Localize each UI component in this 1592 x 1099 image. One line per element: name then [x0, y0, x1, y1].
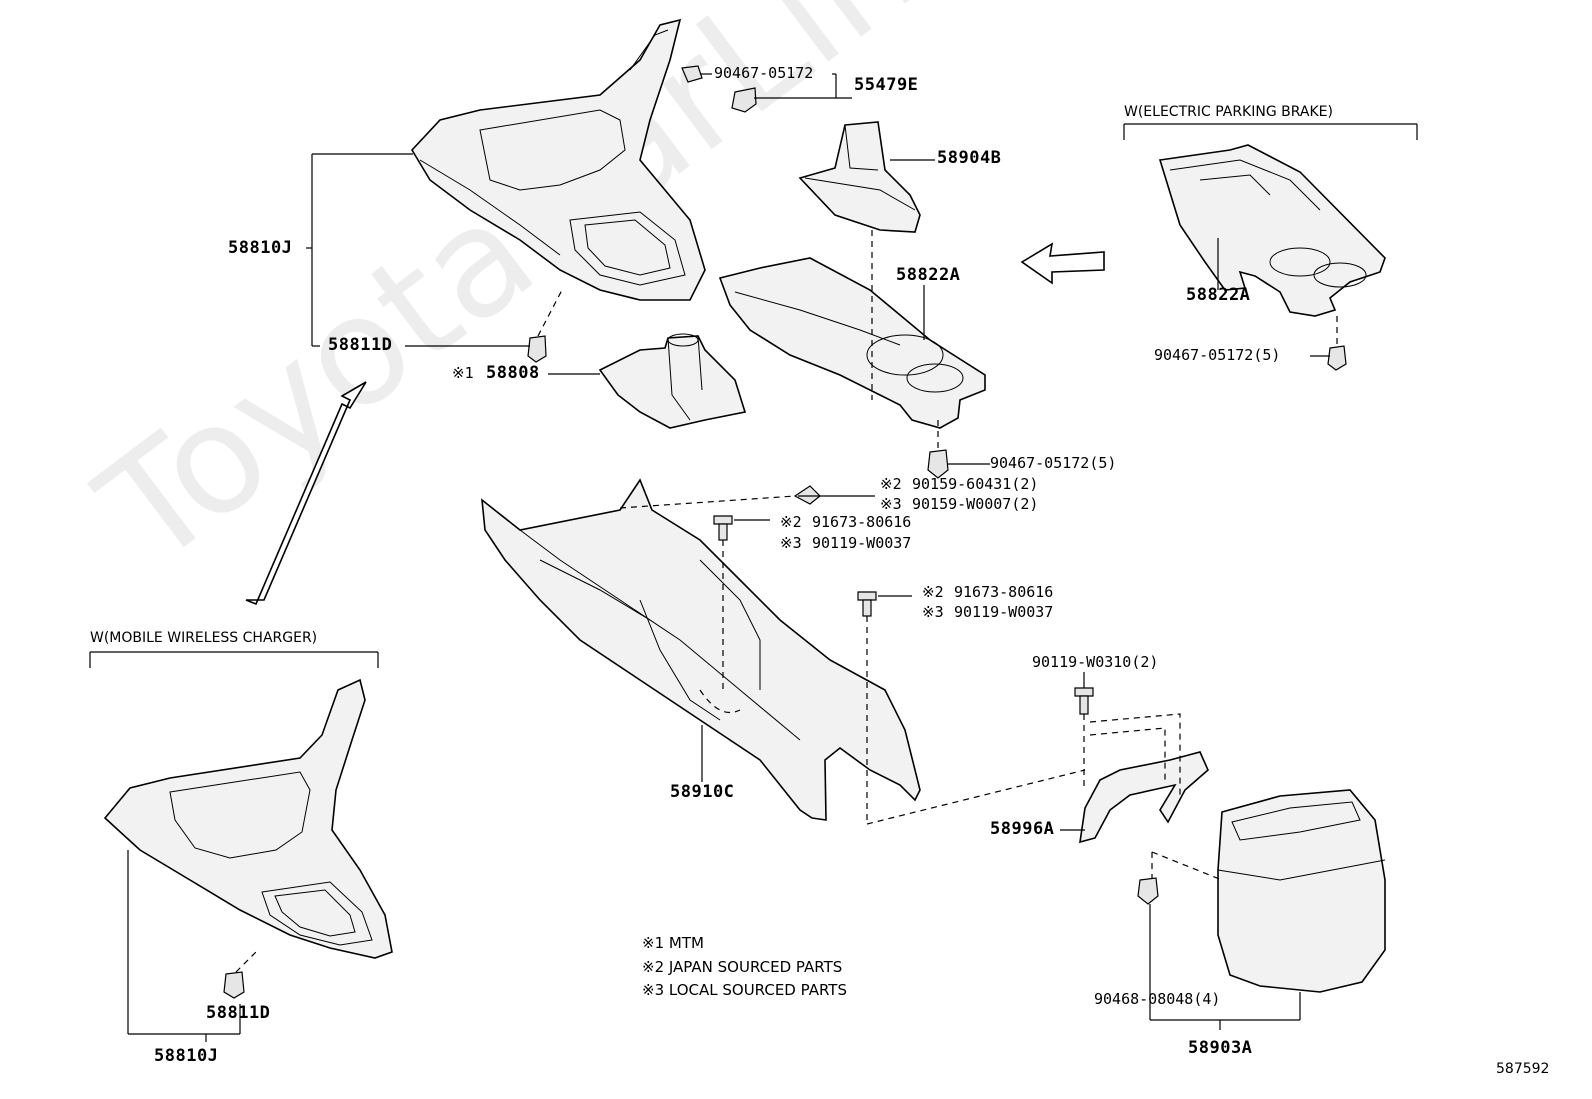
label-58904B: 58904B	[937, 148, 1002, 168]
bracket-55479E[interactable]	[731, 87, 757, 113]
arrow-left-icon	[1020, 242, 1105, 285]
label-55479E: 55479E	[854, 75, 919, 95]
leader-lines	[89, 73, 1418, 1042]
shift-boot[interactable]	[798, 121, 921, 233]
label-90159-l-mark: ※3	[880, 495, 902, 513]
label-91673-b-mark: ※2	[922, 583, 944, 601]
clip-90468[interactable]	[1137, 877, 1159, 905]
label-58822A-main: 58822A	[896, 265, 961, 285]
label-90119-b-mark: ※3	[922, 603, 944, 621]
console-upper-panel[interactable]	[718, 257, 986, 429]
arrow-up-icon	[245, 381, 367, 606]
clip-epb[interactable]	[1327, 345, 1347, 371]
clip-mid[interactable]	[927, 449, 949, 479]
bolt-90119-w0310[interactable]	[1074, 687, 1094, 715]
label-90159-j-mark: ※2	[880, 475, 902, 493]
label-91673-a-mark: ※2	[780, 513, 802, 531]
label-58910C: 58910C	[670, 782, 735, 802]
bolt-91673-b[interactable]	[857, 591, 877, 617]
clip-top[interactable]	[681, 65, 703, 83]
diagram-id: 587592	[1496, 1061, 1550, 1077]
label-90467-05172-mid: 90467-05172(5)	[990, 454, 1117, 472]
rear-box[interactable]	[1217, 789, 1386, 993]
note-2: ※2 JAPAN SOURCED PARTS	[642, 958, 843, 976]
label-90468-08048: 90468-08048(4)	[1094, 990, 1221, 1008]
shift-bezel-upper[interactable]	[411, 18, 706, 301]
label-58996A: 58996A	[990, 819, 1055, 839]
label-91673-80616-b: 91673-80616	[954, 583, 1054, 601]
label-58811D-bottom: 58811D	[206, 1003, 271, 1023]
label-58808-mark: ※1	[452, 364, 474, 382]
label-90159-W0007: 90159-W0007(2)	[912, 495, 1039, 513]
label-90119-a-mark: ※3	[780, 534, 802, 552]
label-90119-W0037-b: 90119-W0037	[954, 603, 1054, 621]
boot-retainer[interactable]	[598, 333, 747, 429]
variant-mobile-wireless-charger: W(MOBILE WIRELESS CHARGER)	[90, 630, 318, 646]
label-58808: 58808	[486, 363, 540, 383]
label-91673-80616-a: 91673-80616	[812, 513, 912, 531]
label-90119-W0037-a: 90119-W0037	[812, 534, 912, 552]
console-body[interactable]	[481, 478, 921, 821]
note-1: ※1 MTM	[642, 934, 704, 952]
variant-electric-parking-brake: W(ELECTRIC PARKING BRAKE)	[1124, 104, 1333, 120]
label-58810J-top: 58810J	[228, 238, 293, 258]
bolt-91673-a[interactable]	[713, 515, 733, 541]
label-90467-05172-top: 90467-05172	[714, 64, 814, 82]
shift-bezel-lower[interactable]	[103, 678, 393, 959]
clip-58811D-bottom[interactable]	[223, 971, 245, 999]
label-90467-05172-epb: 90467-05172(5)	[1154, 346, 1281, 364]
label-90119-W0310: 90119-W0310(2)	[1032, 653, 1159, 671]
label-90159-60431: 90159-60431(2)	[912, 475, 1039, 493]
note-3: ※3 LOCAL SOURCED PARTS	[642, 981, 847, 999]
epb-console-panel[interactable]	[1158, 144, 1386, 317]
label-58810J-bottom: 58810J	[154, 1046, 219, 1066]
screw-90159[interactable]	[793, 485, 821, 505]
label-58903A: 58903A	[1188, 1038, 1253, 1058]
label-58811D-top: 58811D	[328, 335, 393, 355]
rear-bracket[interactable]	[1079, 751, 1209, 844]
clip-58811D-top[interactable]	[527, 335, 547, 363]
label-58822A-epb: 58822A	[1186, 285, 1251, 305]
